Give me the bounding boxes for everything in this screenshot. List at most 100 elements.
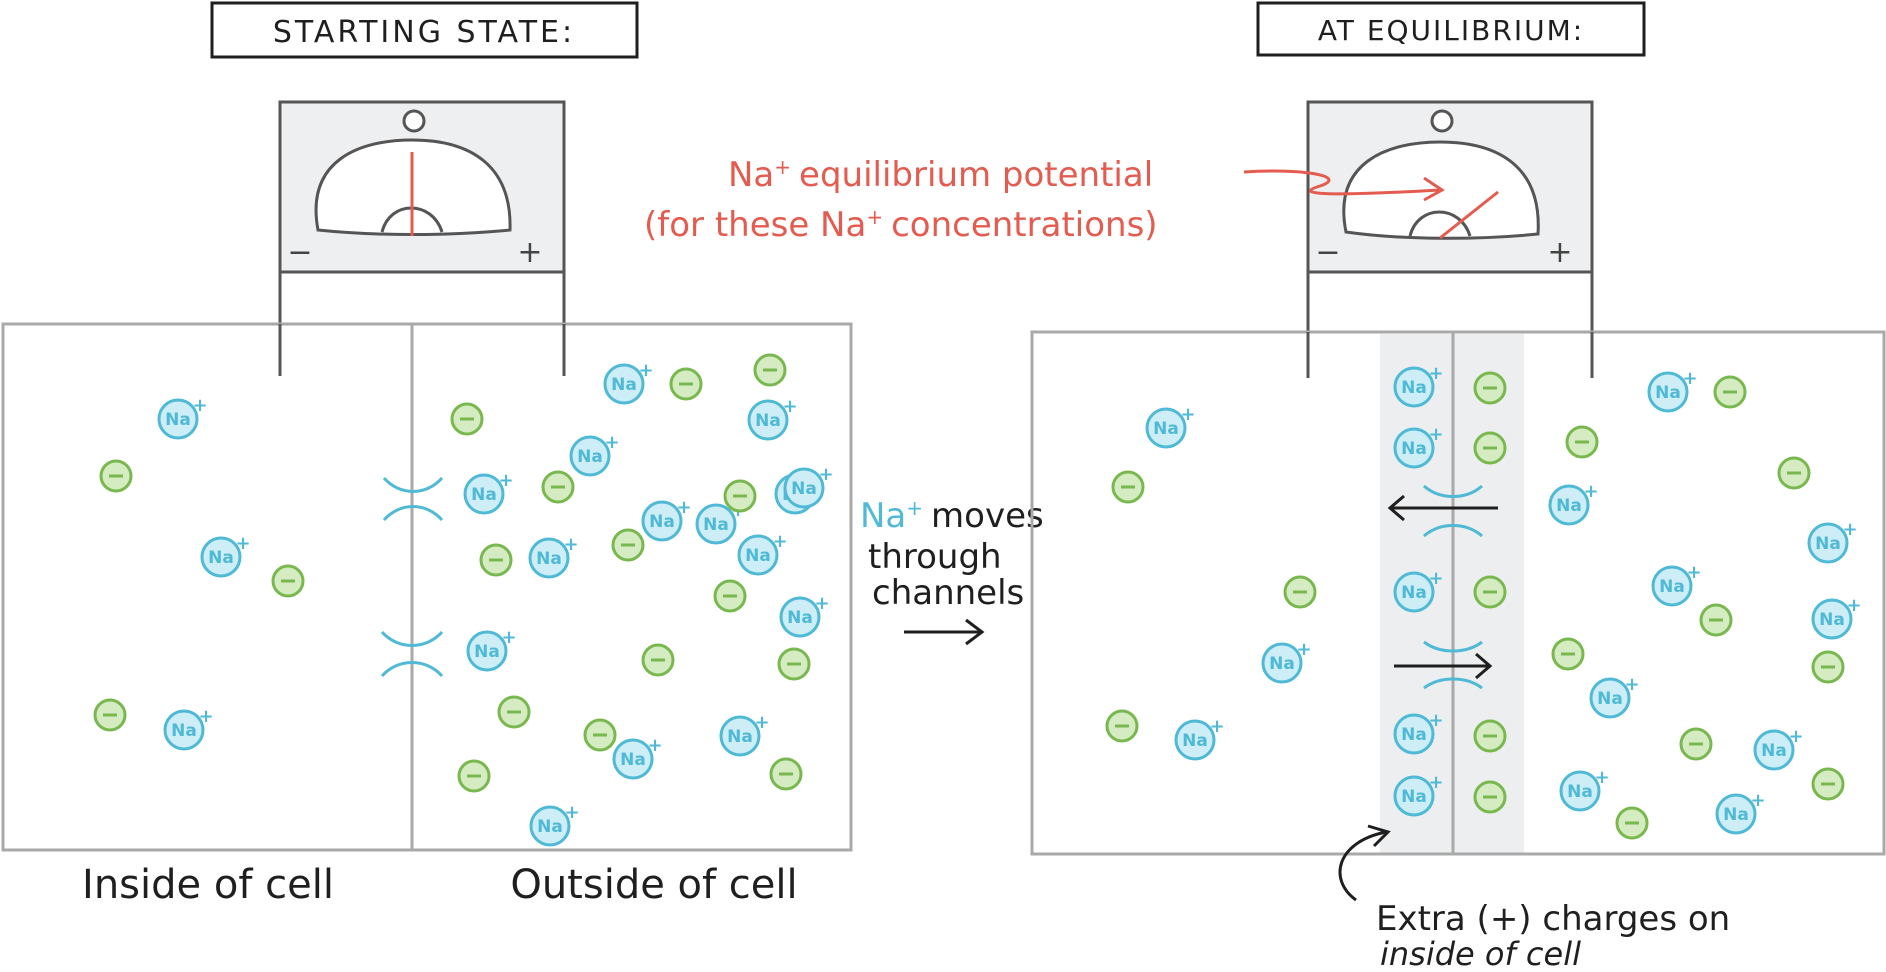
anion [457, 759, 491, 793]
anion [497, 695, 531, 729]
annot-na-charge: + [774, 155, 791, 179]
sodium-ion: Na+ [641, 497, 692, 542]
svg-text:Na: Na [577, 447, 603, 467]
sodium-ion: Na+ [1548, 481, 1599, 526]
sodium-ion: Na+ [1393, 710, 1444, 755]
sodium-ion: Na+ [157, 395, 208, 440]
anion [1565, 425, 1599, 459]
sodium-ion: Na+ [1261, 639, 1312, 684]
sodium-ion: Na+ [719, 712, 770, 757]
sodium-ion: Na+ [1145, 404, 1196, 449]
svg-text:Na: Na [727, 727, 753, 747]
sodium-ion: Na+ [612, 735, 663, 780]
sodium-ion: Na+ [1811, 595, 1862, 640]
svg-text:+: + [1180, 404, 1195, 425]
svg-text:Na: Na [474, 642, 500, 662]
anion [769, 757, 803, 791]
svg-text:Na: Na [791, 479, 817, 499]
channel-right-2 [1423, 640, 1483, 690]
svg-text:+: + [818, 464, 833, 485]
svg-text:+: + [501, 627, 516, 648]
annotation-arrow [1243, 169, 1441, 196]
svg-text:Na: Na [1815, 534, 1841, 554]
svg-text:+: + [1686, 562, 1701, 583]
ions-right: Na+Na+Na+Na+Na+Na+Na+Na+Na+Na+Na+Na+Na+N… [1105, 363, 1862, 840]
annot-line1-rest: equilibrium potential [799, 155, 1153, 195]
sodium-ion: Na+ [1807, 519, 1858, 564]
starting-state-title-box [210, 1, 639, 59]
anion [271, 564, 305, 598]
svg-text:+: + [1788, 726, 1803, 747]
svg-text:+: + [638, 360, 653, 381]
anion [753, 353, 787, 387]
anion [1283, 575, 1317, 609]
svg-text:+: + [1428, 363, 1443, 384]
svg-text:+: + [1624, 674, 1639, 695]
voltmeter-right: − + [1306, 100, 1594, 378]
annot-line2-prefix: (for these Na [644, 205, 866, 245]
movement-ion: Na [860, 496, 906, 536]
svg-text:Na: Na [1819, 610, 1845, 630]
svg-text:Na: Na [1761, 741, 1787, 761]
voltmeter-left: − + [278, 100, 566, 376]
anion [713, 579, 747, 613]
extra-charge-arrow [1338, 830, 1387, 902]
svg-text:+: + [198, 706, 213, 727]
svg-text:Na: Na [1556, 496, 1582, 516]
annot-na: Na [728, 155, 774, 195]
sodium-ion: Na+ [569, 432, 620, 477]
extra-note-line2: inside of cell [1380, 935, 1581, 972]
anion [583, 718, 617, 752]
anion [1111, 470, 1145, 504]
svg-text:Na: Na [1401, 787, 1427, 807]
channel-right-1 [1423, 484, 1483, 538]
anion [1473, 719, 1507, 753]
sodium-ion: Na+ [1174, 716, 1225, 761]
meter-minus-right: − [1315, 235, 1340, 270]
svg-text:+: + [563, 534, 578, 555]
sodium-ion: Na+ [783, 464, 834, 509]
anion [1777, 456, 1811, 490]
sodium-ion: Na+ [1589, 674, 1640, 719]
svg-text:Na: Na [611, 375, 637, 395]
svg-text:Na: Na [745, 546, 771, 566]
starting-state-title: STARTING STATE: [273, 15, 575, 50]
svg-text:+: + [604, 432, 619, 453]
sodium-ion: Na+ [163, 706, 214, 751]
extra-note-line1: Extra (+) charges on [1376, 899, 1730, 939]
equilibrium-title: AT EQUILIBRIUM: [1318, 14, 1584, 47]
svg-text:+: + [814, 593, 829, 614]
svg-text:Na+equilibrium potential: Na+ equilibrium potential [728, 155, 1153, 195]
svg-text:+: + [564, 802, 579, 823]
sodium-ion: Na+ [200, 533, 251, 578]
svg-text:+: + [676, 497, 691, 518]
channel-left-1 [382, 476, 444, 522]
annot-line2-rest: concentrations) [891, 205, 1157, 245]
svg-text:+: + [235, 533, 250, 554]
svg-text:Na: Na [755, 411, 781, 431]
anion [1713, 375, 1747, 409]
needle-right [1439, 190, 1499, 240]
svg-text:+: + [1428, 424, 1443, 445]
sodium-ion: Na+ [463, 470, 514, 515]
anion [450, 402, 484, 436]
sodium-ion: Na+ [1393, 568, 1444, 613]
sodium-ion: Na+ [1715, 790, 1766, 835]
anion [611, 528, 645, 562]
svg-text:Na: Na [1182, 731, 1208, 751]
anion [669, 367, 703, 401]
svg-text:Na: Na [703, 515, 729, 535]
anion [1699, 603, 1733, 637]
sodium-ion: Na+ [1753, 726, 1804, 771]
sodium-ion: Na+ [1559, 767, 1610, 812]
zero-knob-right [1430, 109, 1454, 133]
outside-of-cell-label: Outside of cell [510, 862, 797, 908]
svg-text:+: + [772, 531, 787, 552]
equilibrium-title-box [1256, 1, 1646, 57]
annot-na-charge-2: + [866, 205, 883, 229]
anion [93, 698, 127, 732]
anion [1615, 806, 1649, 840]
svg-text:Na: Na [1401, 378, 1427, 398]
anion [1473, 575, 1507, 609]
